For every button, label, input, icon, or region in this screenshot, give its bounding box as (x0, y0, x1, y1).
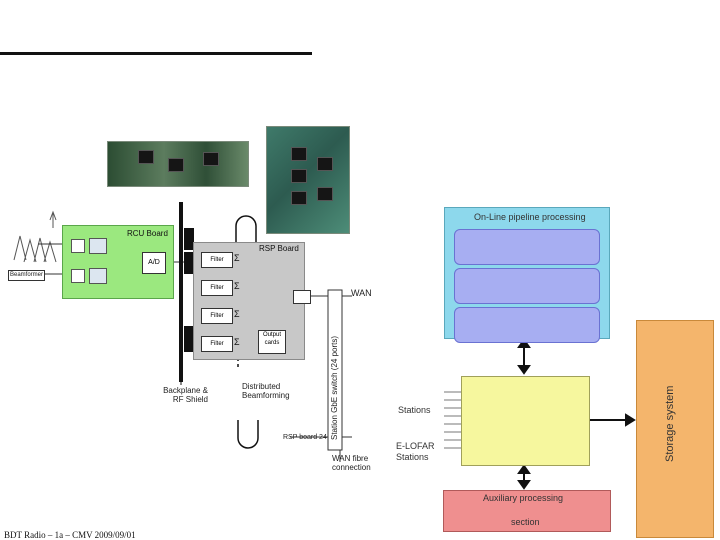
rcu-board-title: RCU Board (127, 229, 168, 238)
pipeline-stage (454, 229, 600, 265)
photo-chip (291, 169, 307, 183)
gbe-port-icon (293, 290, 311, 304)
header-rule (0, 52, 312, 55)
storage-system-box (636, 320, 714, 538)
auxiliary-processing-label: Auxiliary processing (483, 493, 564, 503)
wan-label: WAN (351, 288, 372, 298)
stations-label: Stations (398, 405, 431, 415)
sum-icon: Σ (234, 253, 240, 263)
output-cards-block: Output cards (258, 330, 286, 354)
station-switch-label: Station GbE switch (24 ports) (330, 335, 339, 440)
rsp-board-photo (266, 126, 350, 234)
beamformer-label: Beamformer (8, 270, 46, 281)
pipeline-stage (454, 307, 600, 343)
adc-block: A/D (142, 252, 166, 274)
amplifier-icon (71, 269, 85, 283)
amplifier-icon (71, 239, 85, 253)
rsp-board-24-label: RSP board 24 (283, 434, 327, 441)
elofar-stations-label: E-LOFAR Stations (396, 441, 435, 462)
filter-block: Filter (201, 336, 233, 352)
photo-chip (138, 150, 154, 164)
rcu-board-photo (107, 141, 249, 187)
filter-block: Filter (201, 280, 233, 296)
distributed-beamforming-label: Distributed Beamforming (242, 382, 290, 400)
antenna-icon (13, 210, 57, 263)
rsp-board-title: RSP Board (259, 244, 299, 253)
photo-chip (168, 158, 184, 172)
sum-icon: Σ (234, 337, 240, 347)
filter-icon (89, 268, 107, 284)
footer-text: BDT Radio – 1a – CMV 2009/09/01 (4, 530, 136, 540)
sum-icon: Σ (234, 309, 240, 319)
filter-icon (89, 238, 107, 254)
storage-system-label: Storage system (664, 385, 676, 462)
photo-chip (317, 157, 333, 171)
pipeline-stage (454, 268, 600, 304)
auxiliary-processing-box (443, 490, 611, 532)
auxiliary-section-label: section (511, 517, 540, 527)
photo-chip (203, 152, 219, 166)
backplane-label: Backplane & RF Shield (163, 386, 208, 404)
photo-chip (291, 191, 307, 205)
filter-block: Filter (201, 308, 233, 324)
photo-chip (317, 187, 333, 201)
online-pipeline-title: On-Line pipeline processing (474, 212, 586, 222)
wan-fibre-label: WAN fibre connection (332, 454, 371, 472)
photo-chip (291, 147, 307, 161)
filter-block: Filter (201, 252, 233, 268)
central-switch (461, 376, 590, 466)
sum-icon: Σ (234, 281, 240, 291)
